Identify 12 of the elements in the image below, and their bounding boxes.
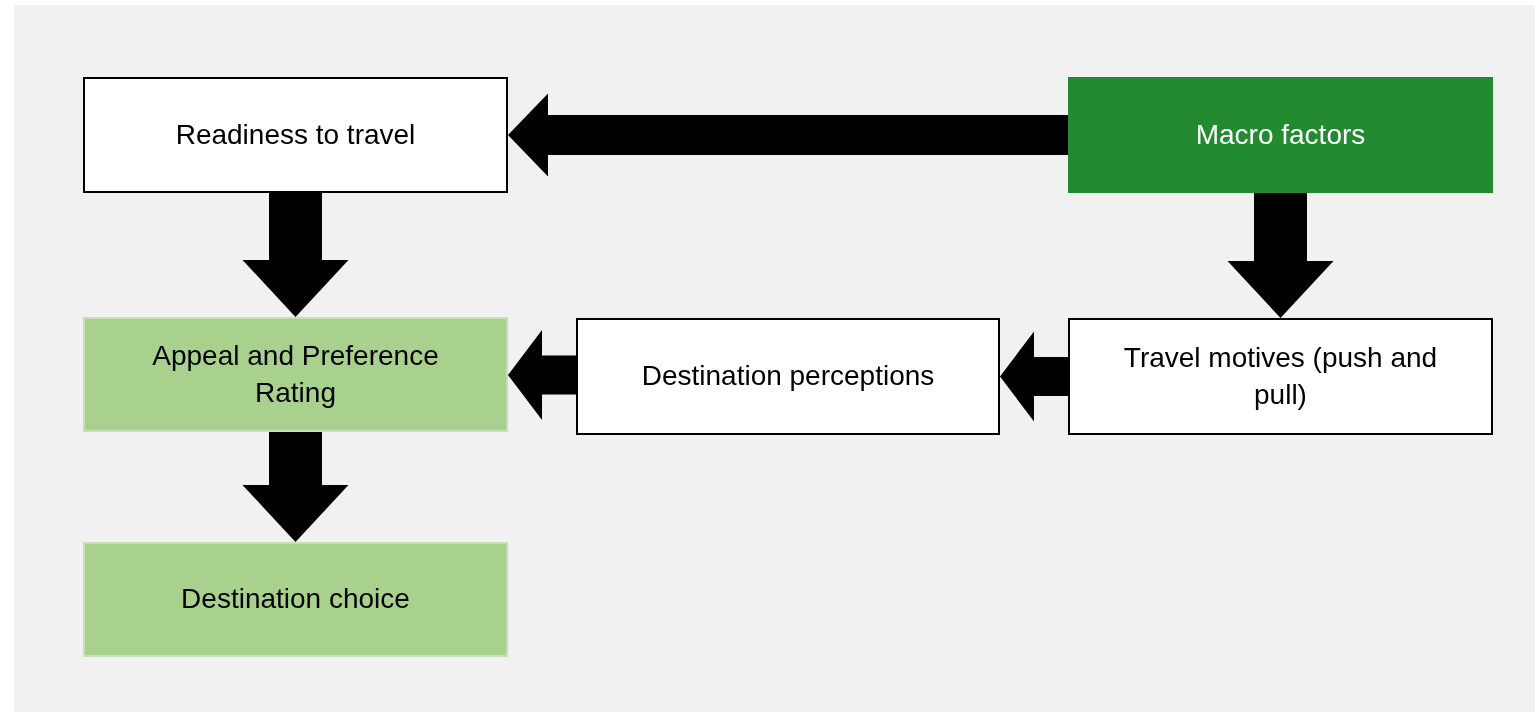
process-box: Readiness to travel bbox=[83, 77, 508, 193]
process-box: Macro factors bbox=[1068, 77, 1493, 193]
block-arrow bbox=[508, 330, 576, 420]
process-box: Destination perceptions bbox=[576, 318, 1000, 435]
block-arrow bbox=[508, 93, 1068, 177]
process-box: Travel motives (push and pull) bbox=[1068, 318, 1493, 435]
block-arrow bbox=[242, 432, 349, 542]
process-box: Destination choice bbox=[83, 542, 508, 657]
block-arrow bbox=[1227, 193, 1334, 318]
block-arrow bbox=[242, 193, 349, 317]
process-box: Appeal and Preference Rating bbox=[83, 317, 508, 432]
block-arrow bbox=[1000, 331, 1068, 422]
